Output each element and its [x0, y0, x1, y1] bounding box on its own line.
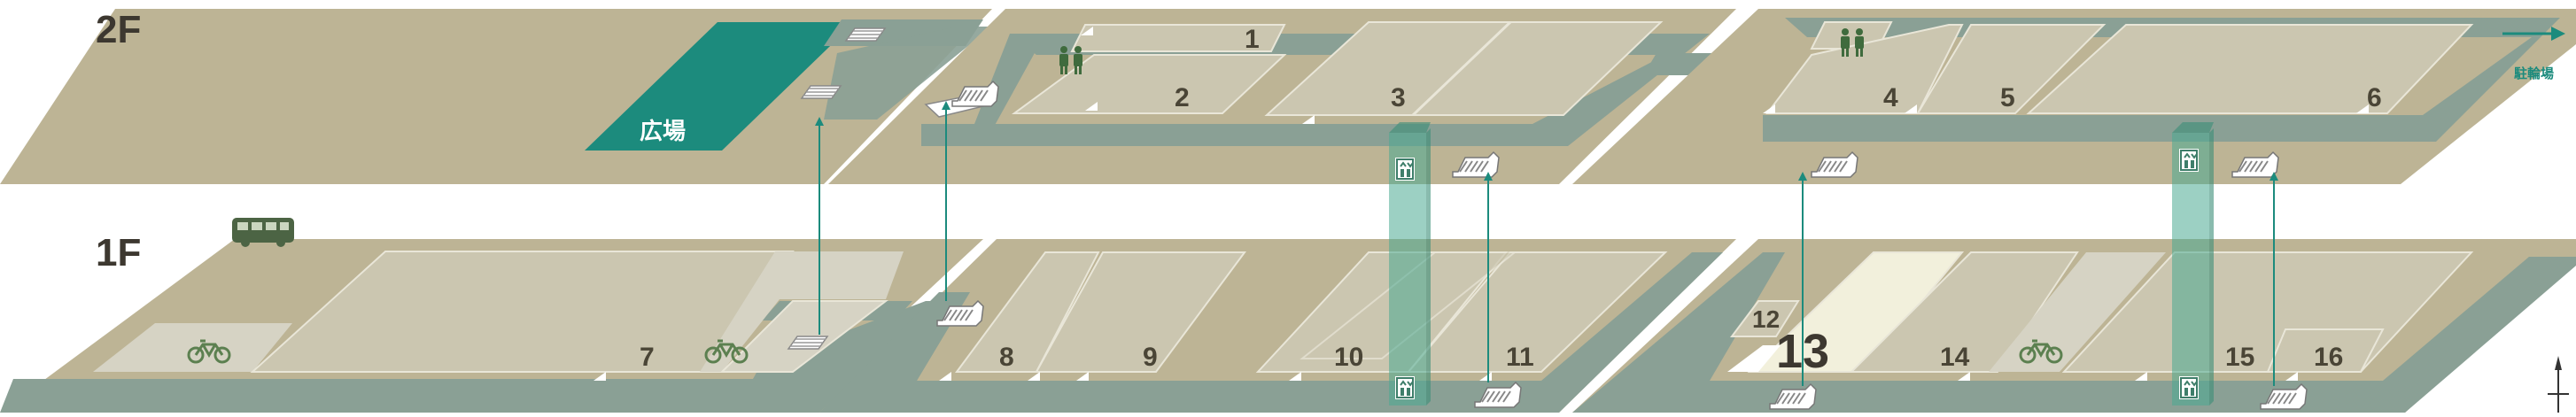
floor-label-2f: 2F — [96, 8, 141, 51]
area-10-label: 10 — [1334, 343, 1363, 372]
area-4[interactable] — [1765, 24, 1964, 114]
arrow-up-icon — [2270, 172, 2278, 386]
plaza-label: 広場 — [640, 118, 686, 144]
arrow-up-icon — [815, 117, 824, 335]
area-9-label: 9 — [1143, 343, 1158, 372]
area-11[interactable] — [1406, 251, 1668, 373]
area-14-label: 14 — [1940, 343, 1970, 372]
area-5[interactable] — [1916, 24, 2107, 114]
area-3-label: 3 — [1391, 83, 1406, 112]
elevator-shaft-east[interactable] — [2172, 122, 2214, 405]
area-12[interactable] — [1730, 300, 1800, 337]
area-16-label: 16 — [2314, 343, 2343, 372]
elevator-icon — [1394, 157, 1416, 181]
area-1[interactable] — [1070, 24, 1286, 52]
area-13-label: 13 — [1776, 325, 1829, 378]
corridor-1f-west — [0, 301, 961, 413]
labels: 2F 1F 広場 駐輪場 1 2 3 4 5 6 7 8 9 10 11 12 … — [96, 8, 2554, 378]
corridor-2f-middle-inner — [921, 34, 1045, 146]
elevator-icon — [2178, 148, 2200, 173]
arrow-right-icon — [2502, 27, 2565, 41]
corridor-1f-middle — [819, 252, 1723, 413]
area-7-label: 7 — [640, 343, 655, 372]
elevator-icon — [2178, 375, 2200, 400]
bus-icon — [232, 218, 294, 247]
north-arrow-icon — [2548, 356, 2569, 413]
arrow-up-icon — [1798, 172, 1807, 386]
area-6[interactable] — [2026, 24, 2474, 114]
floor-2f — [0, 9, 2576, 184]
area-12-left[interactable] — [1727, 345, 1781, 372]
floor-1f — [0, 218, 2576, 413]
bike-parking-center[interactable] — [700, 251, 904, 372]
area-8-label: 8 — [999, 343, 1014, 372]
corridor-2f-east-inner — [1763, 115, 1812, 142]
elevator-icon — [1394, 375, 1416, 400]
area-12-label: 12 — [1752, 305, 1780, 333]
vertical-connectors — [815, 101, 2278, 405]
area-3[interactable] — [1264, 21, 1664, 116]
corridor-2f-west-ramp — [824, 27, 992, 120]
area-2-label: 2 — [1175, 83, 1190, 112]
bicycle-parking-label: 駐輪場 — [2514, 66, 2554, 81]
area-1-label: 1 — [1245, 25, 1260, 54]
area-5-label: 5 — [2000, 83, 2015, 112]
area-15-label: 15 — [2225, 343, 2254, 372]
corridor-1f-east — [1572, 252, 2576, 413]
plaza-2f[interactable] — [585, 22, 855, 151]
arrow-up-icon — [942, 101, 950, 301]
floor-label-1f: 1F — [96, 231, 141, 274]
area-4-label: 4 — [1883, 83, 1898, 112]
elevator-shaft-middle[interactable] — [1389, 122, 1431, 405]
area-2[interactable] — [1011, 54, 1287, 114]
arrow-up-icon — [1484, 172, 1493, 382]
area-6-label: 6 — [2367, 83, 2382, 112]
area-9[interactable] — [1035, 251, 1246, 373]
area-11-label: 11 — [1506, 343, 1534, 372]
